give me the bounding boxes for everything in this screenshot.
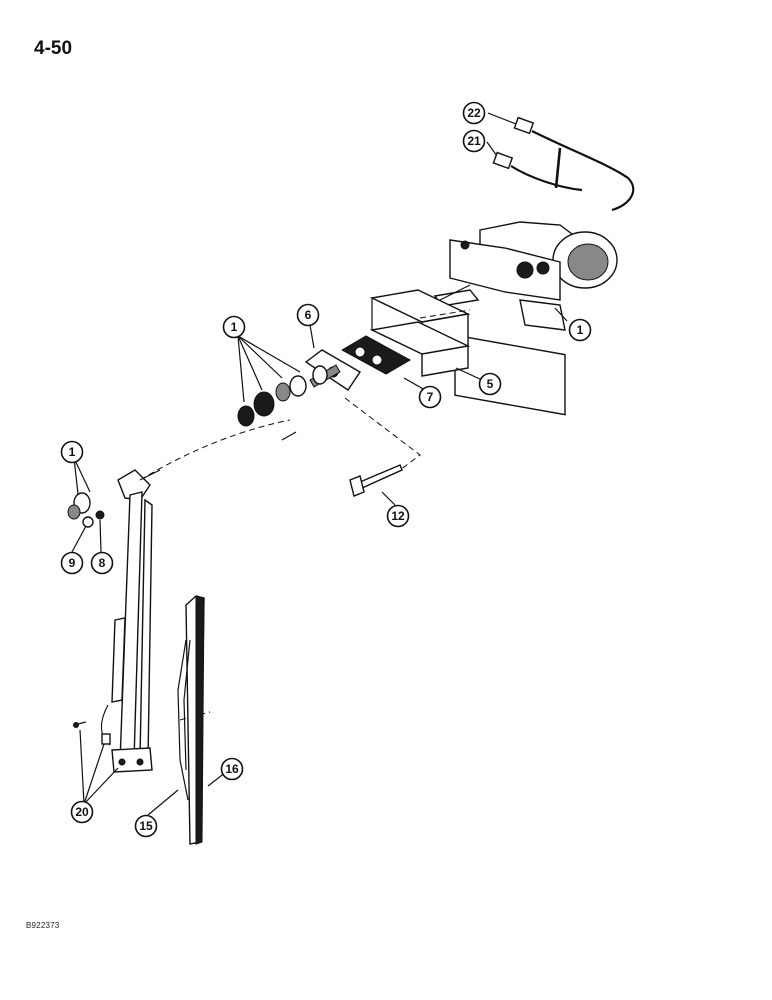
callout-22: 22 xyxy=(462,101,486,125)
leader-lines xyxy=(71,307,568,816)
svg-text:7: 7 xyxy=(427,390,434,404)
callout-1-arm: 1 xyxy=(60,440,84,464)
gasket xyxy=(340,335,412,375)
wiper-arm xyxy=(100,469,161,773)
callout-1-hardware: 1 xyxy=(222,315,246,339)
callout-9: 9 xyxy=(60,551,84,575)
callout-7: 7 xyxy=(418,385,442,409)
svg-text:5: 5 xyxy=(487,377,494,391)
callout-16: 16 xyxy=(220,757,244,781)
svg-text:9: 9 xyxy=(69,556,76,570)
mounting-screws xyxy=(73,721,111,745)
hardware-stack xyxy=(237,365,328,441)
svg-text:20: 20 xyxy=(75,805,89,819)
wiring-harness xyxy=(486,112,635,212)
svg-text:21: 21 xyxy=(467,134,481,148)
callout-12: 12 xyxy=(386,504,410,528)
svg-text:16: 16 xyxy=(225,762,239,776)
callout-1-motor: 1 xyxy=(568,318,592,342)
wiper-blade xyxy=(177,595,205,845)
svg-text:1: 1 xyxy=(231,320,238,334)
mounting-bracket xyxy=(369,289,471,377)
svg-text:8: 8 xyxy=(99,556,106,570)
callout-15: 15 xyxy=(134,814,158,838)
figure-code: B922373 xyxy=(26,921,60,930)
svg-text:6: 6 xyxy=(305,308,312,322)
page-number: 4-50 xyxy=(34,38,73,59)
svg-text:1: 1 xyxy=(69,445,76,459)
bolt xyxy=(349,464,403,497)
callout-6: 6 xyxy=(296,303,320,327)
svg-text:12: 12 xyxy=(391,509,405,523)
callout-5: 5 xyxy=(478,372,502,396)
svg-text:22: 22 xyxy=(467,106,481,120)
arm-cap-hardware xyxy=(67,492,105,528)
callout-8: 8 xyxy=(90,551,114,575)
svg-text:1: 1 xyxy=(577,323,584,337)
callout-21: 21 xyxy=(462,129,486,153)
svg-text:15: 15 xyxy=(139,819,153,833)
callout-20: 20 xyxy=(70,800,94,824)
